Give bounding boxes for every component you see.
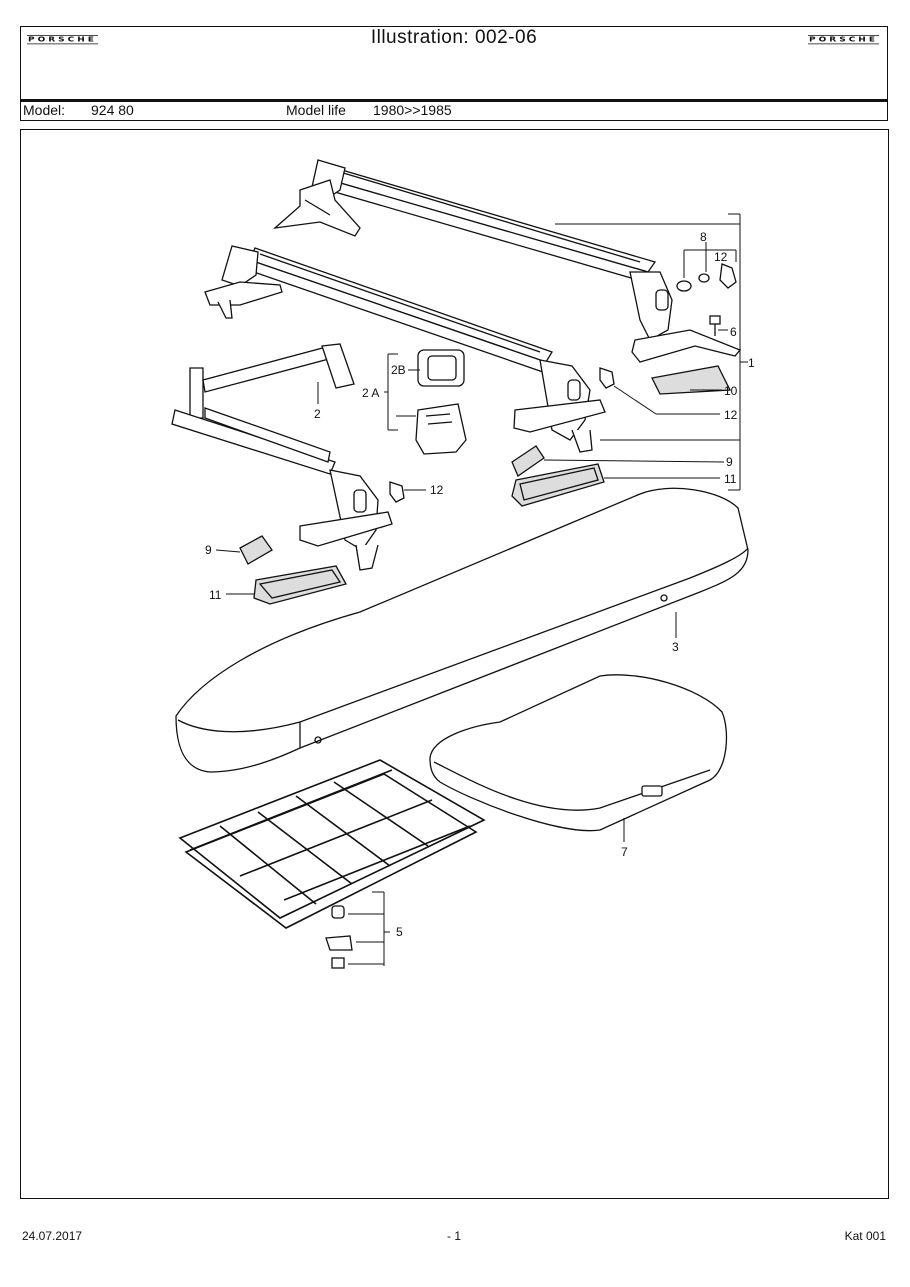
callout-6: 6 (730, 325, 737, 339)
luggage-rack-5 (178, 759, 486, 929)
roof-bar-rear (272, 159, 742, 363)
pad-9-left (239, 535, 273, 565)
knob-12-right (599, 367, 615, 389)
callout-labels: 1 2 2 A 2B 3 5 6 7 8 9 9 10 11 11 12 12 … (205, 230, 755, 939)
header-divider (21, 99, 887, 102)
illustration-title: Illustration: 002-06 (370, 27, 538, 48)
load-carrier-bar-2 (171, 343, 393, 571)
callout-11-left: 11 (209, 588, 222, 602)
pad-10 (651, 365, 732, 395)
callout-12-right: 12 (724, 408, 738, 422)
pad-11-right (511, 463, 605, 507)
pad-9-right (511, 445, 545, 477)
knob-12-left (389, 481, 405, 503)
leader-lines (215, 213, 748, 966)
page-number: - 1 (447, 1229, 462, 1243)
fixing-parts-8 (676, 263, 737, 292)
catalog-number: Kat 001 (844, 1229, 886, 1243)
callout-9-right: 9 (726, 455, 733, 469)
model-value: 924 80 (91, 102, 134, 118)
pad-11-left (253, 565, 347, 605)
roof-bag-7 (429, 674, 728, 832)
callout-12-left: 12 (430, 483, 444, 497)
callout-2: 2 (314, 407, 321, 421)
callout-10: 10 (724, 384, 738, 398)
callout-7: 7 (621, 845, 628, 859)
rack-fittings-5 (325, 905, 353, 969)
callout-12-top: 12 (714, 250, 728, 264)
callout-2b: 2B (391, 363, 406, 377)
clamp-2a (415, 403, 467, 455)
model-life-label: Model life (286, 102, 346, 118)
callout-3: 3 (672, 640, 679, 654)
model-life-value: 1980>>1985 (373, 102, 452, 118)
callout-9-left: 9 (205, 543, 212, 557)
catalog-header: PORSCHE Illustration: 002-06 PORSCHE Mod… (20, 26, 888, 121)
clamp-2b (417, 349, 465, 387)
callout-5: 5 (396, 925, 403, 939)
porsche-logo-right: PORSCHE (808, 35, 879, 45)
callout-1: 1 (748, 356, 755, 370)
callout-8: 8 (700, 230, 707, 244)
roof-bar-front (204, 245, 606, 453)
print-date: 24.07.2017 (22, 1229, 83, 1243)
callout-2a: 2 A (362, 386, 379, 400)
roof-box-3 (175, 487, 749, 773)
porsche-logo-left: PORSCHE (27, 35, 98, 45)
callout-11-right: 11 (724, 472, 737, 486)
screw-6 (709, 315, 721, 336)
model-label: Model: (23, 102, 66, 118)
parts-illustration-frame (20, 129, 889, 1199)
